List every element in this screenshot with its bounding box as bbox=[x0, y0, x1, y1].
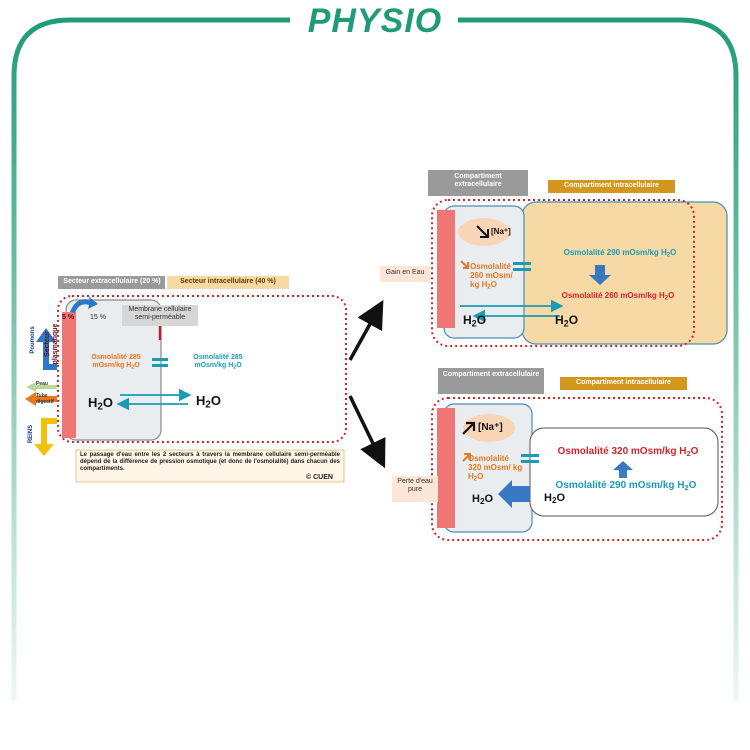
bottom-osmo-extra: Osmolalité 320 mOsm/ kg H2O bbox=[468, 454, 523, 483]
left-header-intra-bg bbox=[167, 276, 289, 289]
left-osmo-extra: Osmolalité 285 mOsm/kg H2O bbox=[84, 354, 148, 370]
top-na-down-icon bbox=[476, 225, 489, 238]
peau-label: Peau bbox=[36, 381, 48, 387]
top-membrane-1 bbox=[513, 262, 531, 265]
top-h2o-intra: H2O bbox=[555, 313, 579, 329]
bottom-na-ellipse bbox=[463, 414, 515, 442]
membrane-label-bg bbox=[122, 305, 198, 326]
top-membrane-2 bbox=[513, 268, 531, 271]
plasma-label: Secteur plasmatique bbox=[44, 323, 60, 365]
arrow-to-perte bbox=[348, 395, 386, 469]
top-dotted-frame bbox=[431, 199, 695, 347]
frame-border bbox=[11, 17, 290, 700]
gain-label-bg bbox=[380, 266, 430, 282]
left-h2o-intra: H2O bbox=[196, 393, 221, 411]
bottom-h2o-extra: H2O bbox=[472, 493, 494, 507]
tube-arrow bbox=[25, 392, 57, 406]
exchange-arrow bbox=[70, 296, 98, 313]
bottom-up-arrow bbox=[613, 461, 633, 478]
top-header-intra: Compartiment intracellulaire bbox=[564, 182, 659, 189]
page-title: PHYSIO bbox=[307, 2, 443, 40]
copyright: © CUEN bbox=[306, 474, 333, 481]
left-header-extra: Secteur extracellulaire (20 %) bbox=[63, 278, 161, 285]
arrow-to-gain bbox=[348, 299, 384, 361]
left-pct-15: 15 % bbox=[90, 314, 106, 321]
top-down-arrow bbox=[589, 265, 611, 285]
membrane-label: Membrane cellulaire semi-perméable bbox=[128, 306, 192, 322]
bottom-na-up-icon bbox=[462, 421, 476, 435]
gain-label: Gain en Eau bbox=[385, 269, 425, 276]
top-header-extra-bg bbox=[428, 170, 528, 196]
top-osmo-intra-after: Osmolalité 260 mOsm/kg H2O bbox=[561, 291, 675, 302]
frame-border-right bbox=[458, 17, 739, 700]
bottom-h2o-intra: H2O bbox=[544, 492, 566, 506]
bottom-water-arrow bbox=[498, 480, 530, 508]
top-osmo-intra-before: Osmolalité 290 mOsm/kg H2O bbox=[563, 248, 677, 259]
left-h2o-extra: H2O bbox=[88, 395, 113, 413]
top-header-intra-bg bbox=[548, 180, 675, 193]
bottom-plasma-bar bbox=[437, 408, 455, 528]
left-caption: Le passage d'eau entre les 2 secteurs à … bbox=[80, 452, 340, 472]
left-dotted-frame bbox=[57, 295, 347, 443]
bottom-osmo-intra-after: Osmolalité 320 mOsm/kg H2O bbox=[557, 446, 699, 458]
left-header-extra-bg bbox=[58, 276, 165, 289]
top-osmo-down-icon bbox=[460, 260, 469, 269]
caption-bg bbox=[75, 449, 345, 483]
left-osmo-extra-text: Osmolalité 285 mOsm/kg H2O bbox=[91, 354, 141, 371]
top-plasma-bar bbox=[437, 210, 455, 328]
bottom-header-extra: Compartiment extracellulaire bbox=[442, 371, 540, 378]
left-osmo-intra: Osmolalité 285 mOsm/kg H2O bbox=[193, 354, 243, 371]
top-na: [Na⁺] bbox=[491, 227, 511, 236]
bottom-header-intra-bg bbox=[560, 377, 687, 390]
top-header-extra: Compartiment extracellulaire bbox=[454, 173, 502, 189]
membrane-symbol-1 bbox=[152, 358, 168, 361]
poumons-label: Poumons bbox=[30, 326, 36, 354]
bottom-na: [Na⁺] bbox=[478, 422, 503, 433]
membrane-symbol-2 bbox=[152, 364, 168, 367]
left-plasma-bar bbox=[62, 312, 76, 438]
bottom-dotted-frame bbox=[431, 397, 723, 541]
left-header-intra: Secteur intracellulaire (40 %) bbox=[180, 278, 276, 285]
bottom-osmo-up-icon bbox=[462, 453, 471, 462]
perte-label-bg bbox=[392, 476, 438, 502]
perte-label: Perte d'eau pure bbox=[397, 478, 433, 494]
left-pct-5: 5 % bbox=[62, 314, 75, 321]
top-h2o-extra: H2O bbox=[463, 313, 487, 329]
bottom-header-extra-bg bbox=[438, 368, 544, 394]
top-intra-box bbox=[521, 201, 728, 345]
top-osmo-extra: Osmolalité 260 mOsm/ kg H2O bbox=[470, 262, 513, 291]
bottom-membrane-1 bbox=[521, 454, 539, 457]
bottom-header-intra: Compartiment intracellulaire bbox=[576, 379, 671, 386]
bottom-membrane-2 bbox=[521, 460, 539, 463]
poumons-arrow bbox=[36, 328, 57, 370]
bottom-osmo-intra-before: Osmolalité 290 mOsm/kg H2O bbox=[555, 480, 697, 492]
peau-arrow bbox=[26, 382, 57, 392]
reins-label: REINS bbox=[28, 424, 34, 444]
reins-arrow bbox=[34, 418, 57, 456]
tube-label: Tube digestif bbox=[36, 393, 54, 405]
